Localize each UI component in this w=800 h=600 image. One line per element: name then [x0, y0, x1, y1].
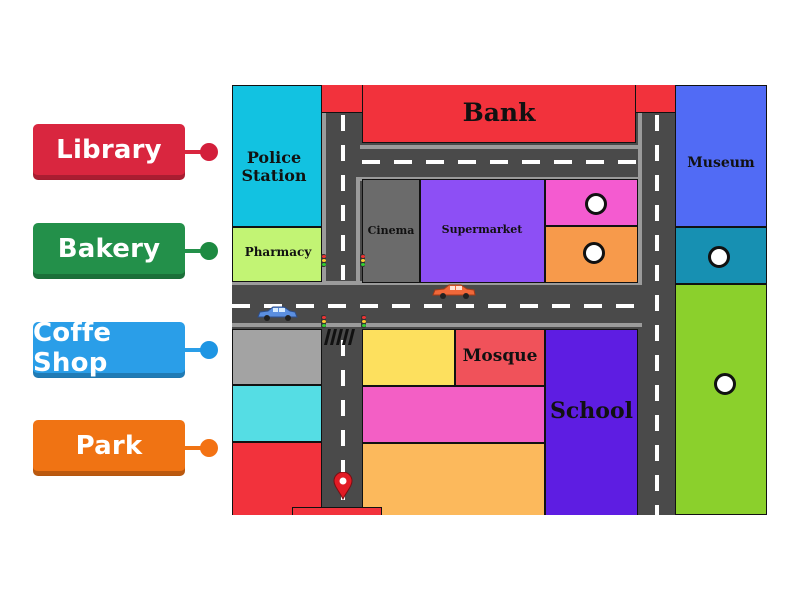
connector-park [185, 446, 203, 450]
bank-building[interactable] [362, 85, 636, 143]
traffic-light-icon [360, 254, 365, 267]
label-park-text: Park [75, 430, 143, 461]
connector-coffe-shop [185, 348, 203, 352]
school[interactable] [545, 329, 638, 515]
sidewalk [356, 177, 360, 285]
sidewalk [322, 323, 642, 327]
mosque-label: Mosque [462, 346, 538, 366]
mosque[interactable] [455, 329, 545, 386]
drop-target-circle[interactable] [585, 193, 607, 215]
label-bakery-text: Bakery [57, 233, 161, 264]
sidewalk [232, 281, 642, 285]
crosswalk-icon [324, 329, 355, 345]
traffic-light-icon [361, 315, 366, 328]
label-bakery[interactable]: Bakery [33, 223, 185, 279]
label-library[interactable]: Library [33, 124, 185, 180]
dot-library[interactable] [200, 143, 218, 161]
shop-cyan[interactable] [232, 385, 322, 442]
pharmacy-label: Pharmacy [244, 245, 312, 259]
shop-gray[interactable] [232, 329, 322, 385]
supermarket-label: Supermarket [441, 223, 523, 236]
school-label: School [550, 398, 633, 424]
drop-target-circle[interactable] [583, 242, 605, 264]
road-marking [655, 115, 659, 515]
sidewalk [232, 323, 322, 327]
orange-car-icon [432, 284, 476, 299]
road-marking [232, 304, 642, 308]
dot-coffe-shop[interactable] [200, 341, 218, 359]
sidewalk [638, 113, 642, 285]
cinema-label: Cinema [367, 224, 415, 237]
shop-pink-bottom[interactable] [362, 386, 545, 443]
bank-label: Bank [462, 98, 536, 127]
dot-bakery[interactable] [200, 242, 218, 260]
museum[interactable] [675, 85, 767, 227]
connector-bakery [185, 249, 203, 253]
connector-library [185, 150, 203, 154]
label-coffe-shop[interactable]: Coffe Shop [33, 318, 185, 378]
traffic-light-icon [321, 315, 326, 328]
blue-car-icon [257, 306, 298, 321]
label-coffe-shop-text: Coffe Shop [33, 317, 112, 378]
road-marking [341, 340, 345, 500]
shop-red[interactable] [232, 442, 322, 515]
police-station[interactable] [232, 85, 322, 227]
shop-orange-bottom[interactable] [362, 443, 545, 515]
park-area[interactable] [675, 284, 767, 515]
bottom-red-block[interactable] [292, 507, 382, 515]
drop-target-circle[interactable] [708, 246, 730, 268]
museum-label: Museum [687, 155, 755, 171]
label-park[interactable]: Park [33, 420, 185, 476]
traffic-light-icon [321, 254, 326, 267]
shop-yellow[interactable] [362, 329, 455, 386]
label-library-text: Library [56, 134, 162, 165]
dot-park[interactable] [200, 439, 218, 457]
location-pin-icon [333, 472, 353, 500]
cinema[interactable] [362, 179, 420, 283]
road-marking [341, 115, 345, 280]
road-marking [362, 160, 637, 164]
sidewalk [360, 145, 638, 149]
sidewalk [322, 113, 326, 281]
supermarket[interactable] [420, 179, 545, 283]
drop-target-circle[interactable] [714, 373, 736, 395]
